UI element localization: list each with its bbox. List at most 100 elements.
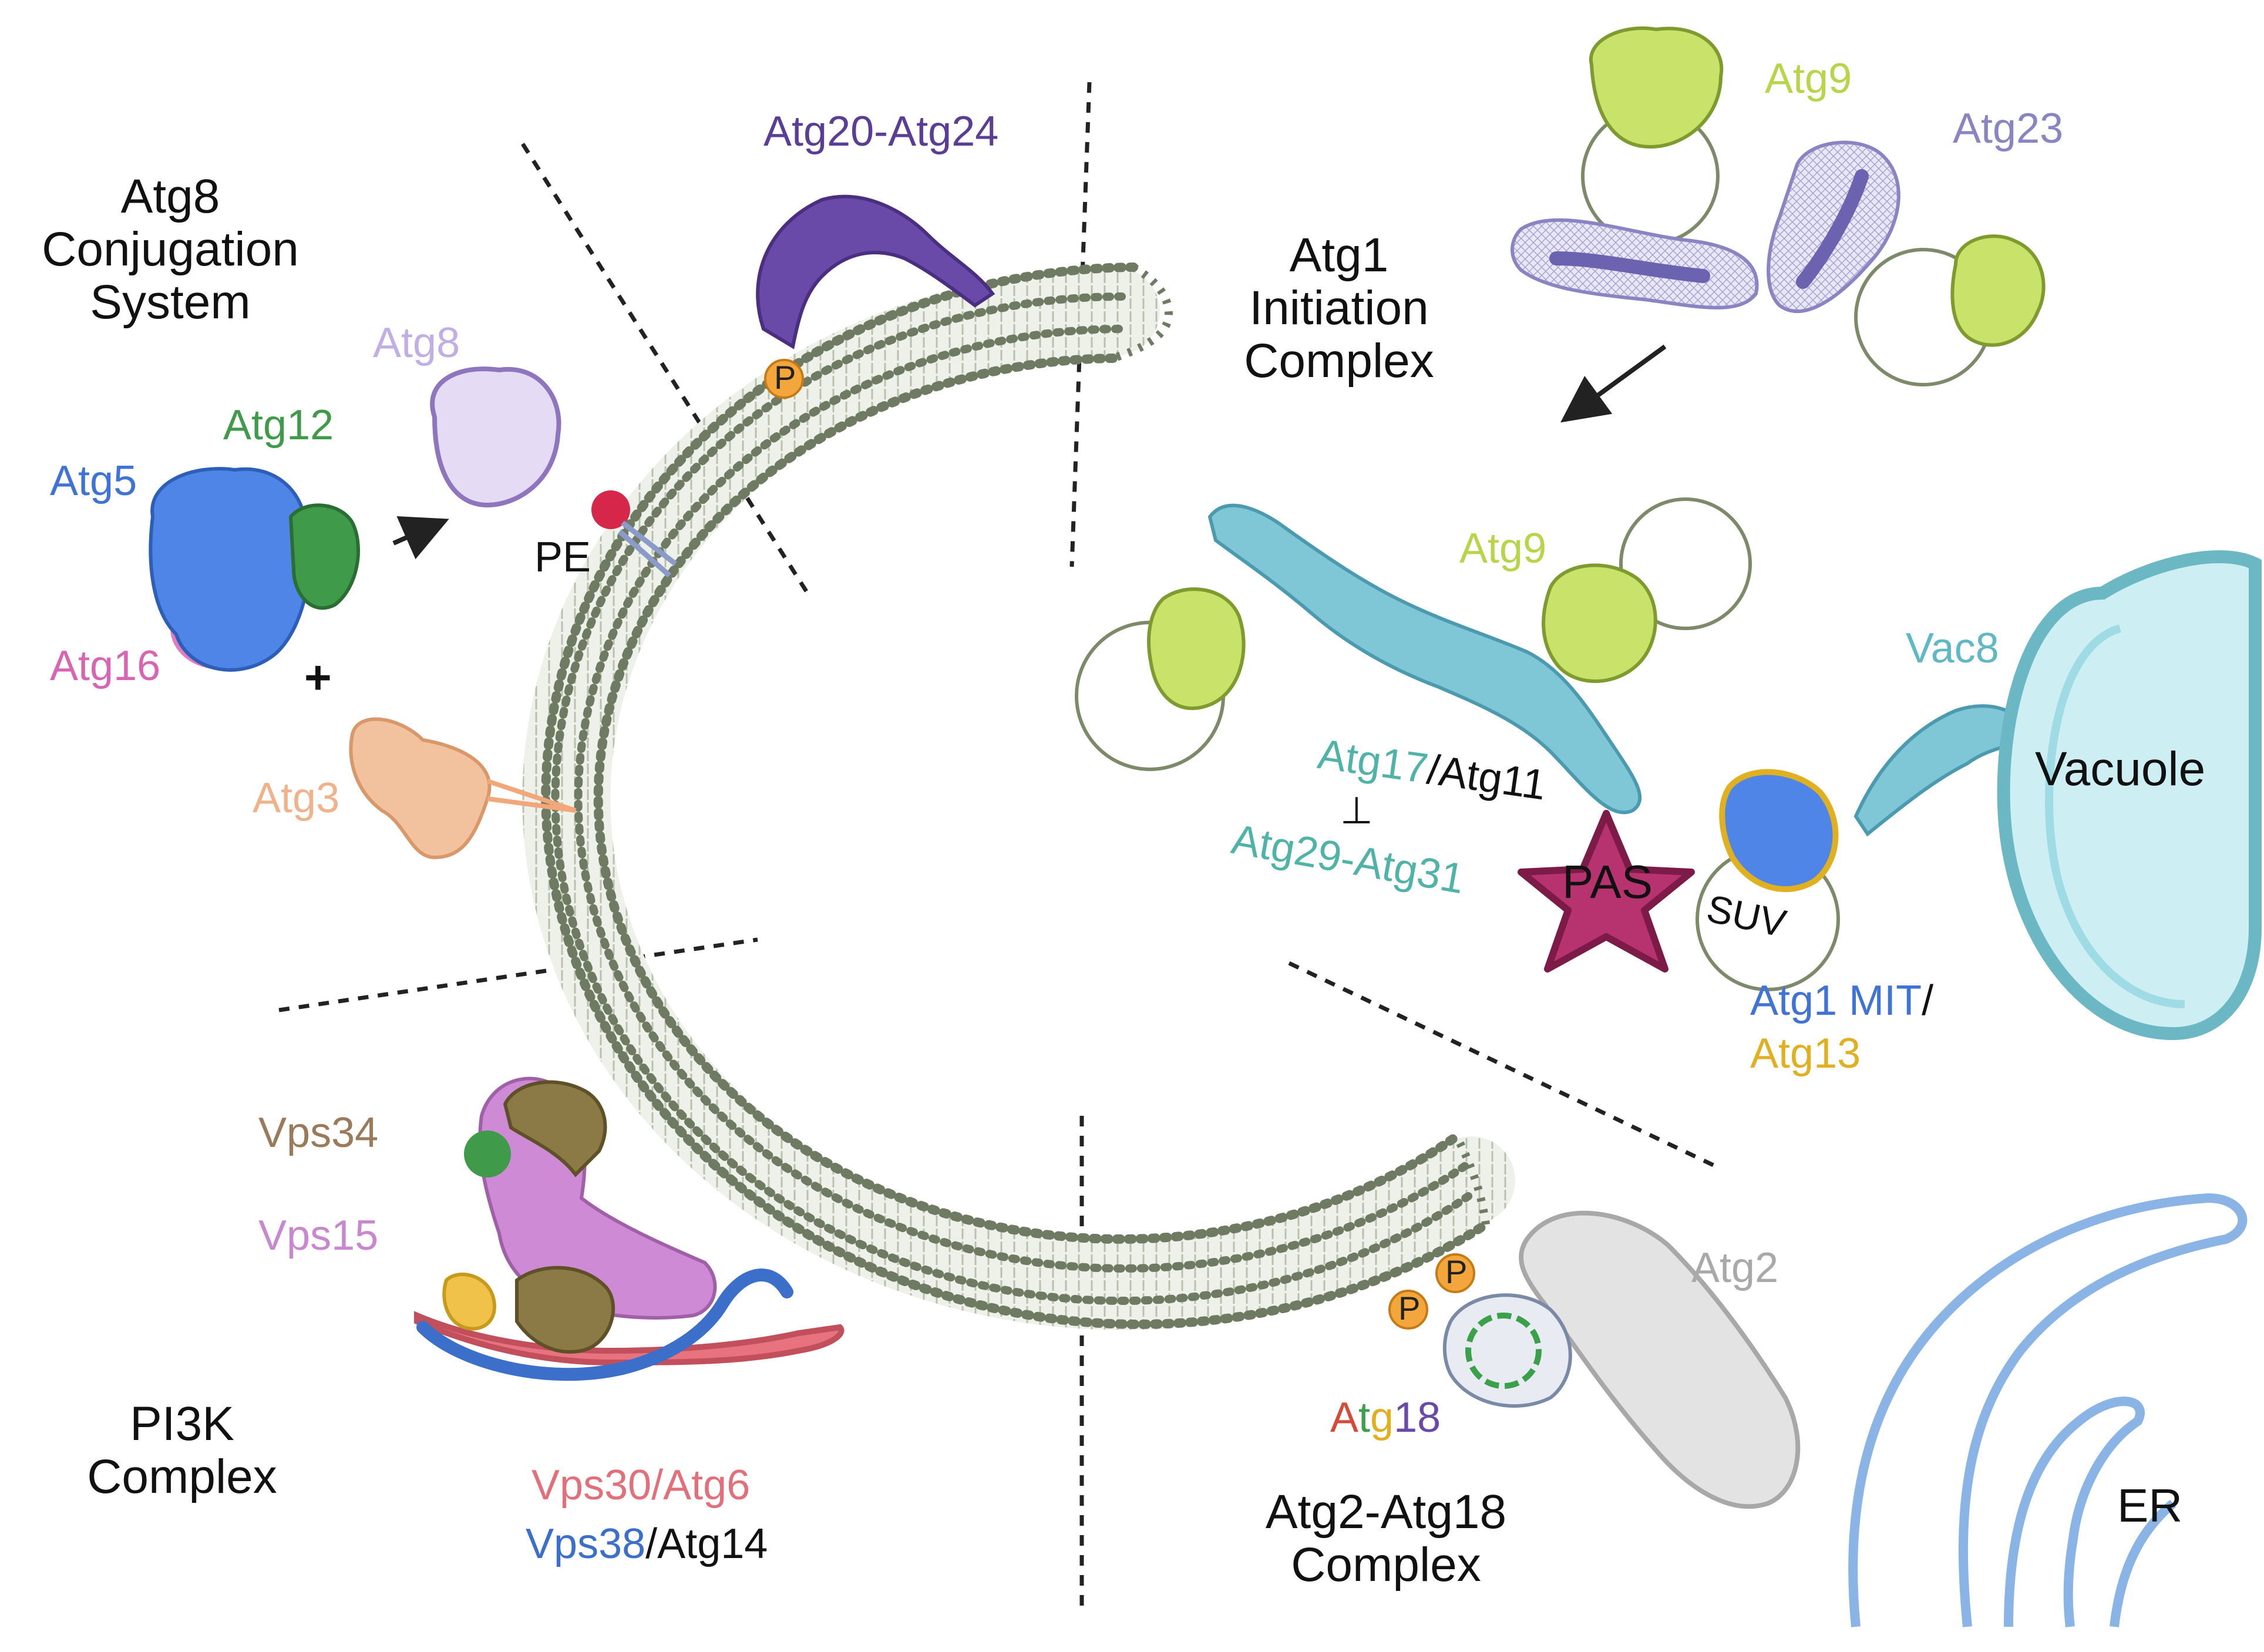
label-atg23: Atg23 xyxy=(1953,105,2064,152)
title-line: System xyxy=(90,275,251,329)
label-slash-3: / xyxy=(645,1520,658,1567)
er-middle xyxy=(2004,1397,2145,1627)
inhibit-symbol: ⊥ xyxy=(1340,789,1373,832)
phospho-atg18-b xyxy=(1388,1290,1428,1330)
pas-star xyxy=(1518,810,1695,973)
atg9-right-protein xyxy=(1950,234,2046,347)
arrow-atg9-to-pas xyxy=(1560,344,1667,423)
atg3-protein xyxy=(349,717,492,860)
label-atg14: Atg14 xyxy=(657,1520,768,1567)
title-line: Conjugation xyxy=(42,223,299,277)
title-line: PI3K xyxy=(130,1397,234,1451)
atg8-section-title: Atg8 Conjugation System xyxy=(18,170,323,329)
vacuole-inner xyxy=(2045,624,2185,1008)
divider-right xyxy=(1288,961,1722,1171)
atg12-protein xyxy=(288,503,360,610)
atg1-mit-atg13-protein xyxy=(1719,769,1839,892)
atg18-letter: t xyxy=(1358,1394,1371,1441)
label-pas: PAS xyxy=(1562,856,1653,908)
phospho-label-a: P xyxy=(1445,1253,1468,1290)
label-atg2: Atg2 xyxy=(1691,1244,1779,1291)
atg18-protein xyxy=(1442,1293,1572,1408)
title-line: Atg1 xyxy=(1289,228,1389,282)
title-line: Complex xyxy=(1244,334,1434,388)
label-atg18: Atg18 xyxy=(1330,1394,1441,1441)
phospho-label-atg20: P xyxy=(774,359,796,396)
divider-atg8-top xyxy=(521,143,809,594)
membrane-outer-band xyxy=(522,267,1515,1330)
divider-left xyxy=(278,937,758,1012)
label-atg13: Atg13 xyxy=(1750,1030,1861,1077)
phospho-atg18-a xyxy=(1435,1253,1475,1293)
title-line: Atg2-Atg18 xyxy=(1265,1485,1507,1539)
atg18-letter: g xyxy=(1370,1394,1394,1441)
atg23-right-core xyxy=(1796,169,1869,289)
atg23-left-core xyxy=(1549,251,1710,283)
er-inner xyxy=(2110,1499,2176,1627)
title-line: Atg8 xyxy=(120,170,220,223)
atg9-mid-protein xyxy=(1542,563,1657,683)
label-vps38: Vps38 xyxy=(526,1520,646,1567)
atg17-protein xyxy=(1207,503,1642,815)
atg9-top-protein xyxy=(1589,26,1724,149)
atg9-atg23-group xyxy=(1511,26,2046,423)
phospho-atg20 xyxy=(764,359,804,399)
label-vps30-atg6: Vps30/Atg6 xyxy=(531,1462,751,1509)
phagophore-membrane xyxy=(522,263,1515,1330)
label-vps15: Vps15 xyxy=(258,1212,379,1259)
vesicle-mid xyxy=(1619,497,1752,630)
title-line: Complex xyxy=(1291,1538,1481,1592)
membrane-rim-top xyxy=(1111,263,1173,362)
er-membrane xyxy=(1848,1193,2248,1627)
atg1-complex-artwork xyxy=(1075,497,2262,1041)
atg20-atg24-protein xyxy=(756,194,995,349)
pi3k-complex-artwork xyxy=(414,1076,845,1381)
vps38-protein xyxy=(416,1269,793,1381)
label-atg20-atg24: Atg20-Atg24 xyxy=(763,108,999,155)
vps34-lower xyxy=(515,1266,615,1354)
label-atg12: Atg12 xyxy=(223,402,334,449)
label-atg3: Atg3 xyxy=(253,775,340,822)
membrane-mid-edge-2 xyxy=(574,325,1469,1273)
pi3k-section-title: PI3K Complex xyxy=(53,1397,311,1504)
atg18-letter: A xyxy=(1330,1394,1359,1441)
label-atg5: Atg5 xyxy=(50,457,137,504)
atg14-yellow-domain xyxy=(442,1273,496,1331)
atg18-letter: 1 xyxy=(1394,1394,1418,1441)
atg1-section-title: Atg1 Initiation Complex xyxy=(1198,228,1480,388)
label-atg9-mid: Atg9 xyxy=(1459,525,1547,572)
arrow-atg5-to-atg8 xyxy=(392,516,449,560)
label-atg9-top: Atg9 xyxy=(1765,55,1852,102)
label-vac8: Vac8 xyxy=(1906,625,1999,672)
atg9-left-protein xyxy=(1147,587,1246,711)
label-plus: + xyxy=(304,651,332,704)
phospho-markers xyxy=(764,359,1475,1330)
label-pe: PE xyxy=(534,534,591,581)
atg2-atg18-artwork xyxy=(1442,1210,1801,1509)
atg18-ring xyxy=(1465,1313,1542,1389)
phospho-label-b: P xyxy=(1398,1290,1421,1327)
atg18-letter: 8 xyxy=(1417,1394,1441,1441)
section-dividers xyxy=(278,82,1722,1609)
atg3-tail xyxy=(486,779,577,813)
pe-tails xyxy=(618,520,677,578)
label-atg8: Atg8 xyxy=(373,319,460,366)
label-vps38-atg14: Vps38/Atg14 xyxy=(526,1520,768,1567)
membrane-inner-edge xyxy=(593,354,1461,1244)
label-slash-2: / xyxy=(1922,977,1934,1024)
title-line: Complex xyxy=(87,1450,277,1504)
label-atg1-mit-text: Atg1 MIT xyxy=(1750,977,1922,1024)
atg8-protein xyxy=(430,366,561,508)
label-vacuole: Vacuole xyxy=(2035,742,2206,796)
pe-head xyxy=(591,490,630,529)
title-line: Initiation xyxy=(1249,281,1429,335)
label-er: ER xyxy=(2117,1479,2183,1532)
label-atg1-mit: Atg1 MIT/ xyxy=(1750,977,1934,1024)
er-outer xyxy=(1848,1193,2248,1627)
vps34-green-domain xyxy=(464,1131,511,1177)
atg2-atg18-section-title: Atg2-Atg18 Complex xyxy=(1222,1485,1550,1592)
atg8-conjugation-proteins xyxy=(149,366,677,860)
label-atg16: Atg16 xyxy=(50,642,161,689)
